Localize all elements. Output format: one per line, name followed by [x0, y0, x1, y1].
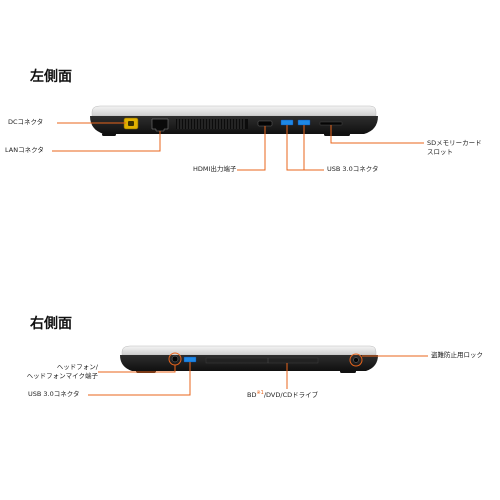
usb-callout-line [286, 125, 324, 171]
drive-footnote-mark: ※1 [256, 390, 264, 396]
usb-connector-label: USB 3.0コネクタ [327, 165, 379, 173]
headphone-jack-icon [171, 355, 179, 363]
hdmi-port-icon [257, 120, 273, 127]
drive-label-suffix: /DVD/CDドライブ [263, 391, 319, 400]
left-side-laptop [90, 105, 378, 136]
left-callouts [52, 122, 424, 171]
usb-connector-label-right: USB 3.0コネクタ [28, 390, 80, 398]
hdmi-output-label: HDMI出力端子 [193, 165, 237, 173]
sd-slot-icon [319, 121, 343, 126]
right-side-laptop [120, 345, 378, 373]
left-laptop-lid [91, 105, 377, 117]
right-side-heading: 右側面 [30, 316, 72, 332]
right-laptop-lid [121, 345, 377, 356]
lan-port-icon [151, 118, 169, 132]
sd-slot-label-line2: スロット [427, 148, 453, 156]
optical-drive-icon [205, 357, 319, 364]
sd-slot-label: SDメモリーカード スロット [427, 139, 482, 157]
vent-grille [176, 119, 248, 129]
optical-drive-label: BD※1/DVD/CDドライブ [247, 389, 318, 400]
usb-callout-line [88, 362, 191, 396]
usb-port-icon [297, 119, 311, 126]
headphone-label-line2: ヘッドフォンマイク端子 [26, 372, 98, 380]
lan-connector-label: LANコネクタ [5, 146, 44, 154]
lan-callout-line [52, 131, 161, 152]
left-foot-rear [324, 133, 350, 136]
security-lock-label: 盗難防止用ロック [431, 351, 483, 359]
headphone-callout-line [98, 365, 176, 373]
left-side-heading: 左側面 [30, 69, 72, 85]
sd-callout-line [330, 125, 424, 144]
usb-port-icon [280, 119, 294, 126]
sd-slot-label-line1: SDメモリーカード [427, 139, 482, 147]
right-callouts [88, 355, 428, 396]
left-foot-front [102, 133, 116, 136]
usb-port-icon [183, 356, 197, 363]
security-lock-icon [353, 357, 359, 363]
hdmi-callout-line [237, 126, 266, 171]
headphone-label-line1: ヘッドフォン/ [56, 363, 98, 371]
lock-callout-ring [349, 353, 363, 367]
dc-connector-label: DCコネクタ [8, 118, 44, 126]
drive-label-prefix: BD [247, 391, 257, 400]
right-foot-rear [340, 370, 356, 373]
headphone-jack-label: ヘッドフォン/ ヘッドフォンマイク端子 [8, 363, 98, 381]
